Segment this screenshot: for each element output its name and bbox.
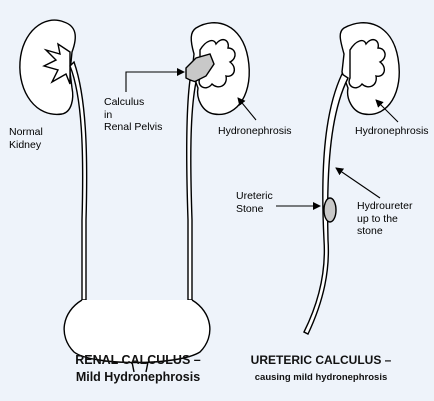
label-hydronephrosis-right: Hydronephrosis [355,125,429,138]
caption-renal-subtitle: Mild Hydronephrosis [38,369,238,385]
caption-ureteric-title: URETERIC CALCULUS – [238,352,404,368]
label-calculus-renal-pelvis: Calculus in Renal Pelvis [104,96,162,134]
arrow-hydronephrosis-middle [238,98,256,120]
label-normal-kidney: Normal Kidney [9,126,43,151]
caption-ureteric-subtitle: causing mild hydronephrosis [238,371,404,385]
ureteric-stone [324,198,336,222]
middle-ureter [187,80,196,300]
label-hydronephrosis-middle: Hydronephrosis [218,125,292,138]
caption-renal-title: RENAL CALCULUS – [38,352,238,368]
arrow-hydroureter [336,168,380,198]
label-ureteric-stone: Ureteric Stone [236,190,273,215]
arrow-calculus [126,72,184,92]
label-hydroureter: Hydroureter up to the stone [357,200,412,238]
